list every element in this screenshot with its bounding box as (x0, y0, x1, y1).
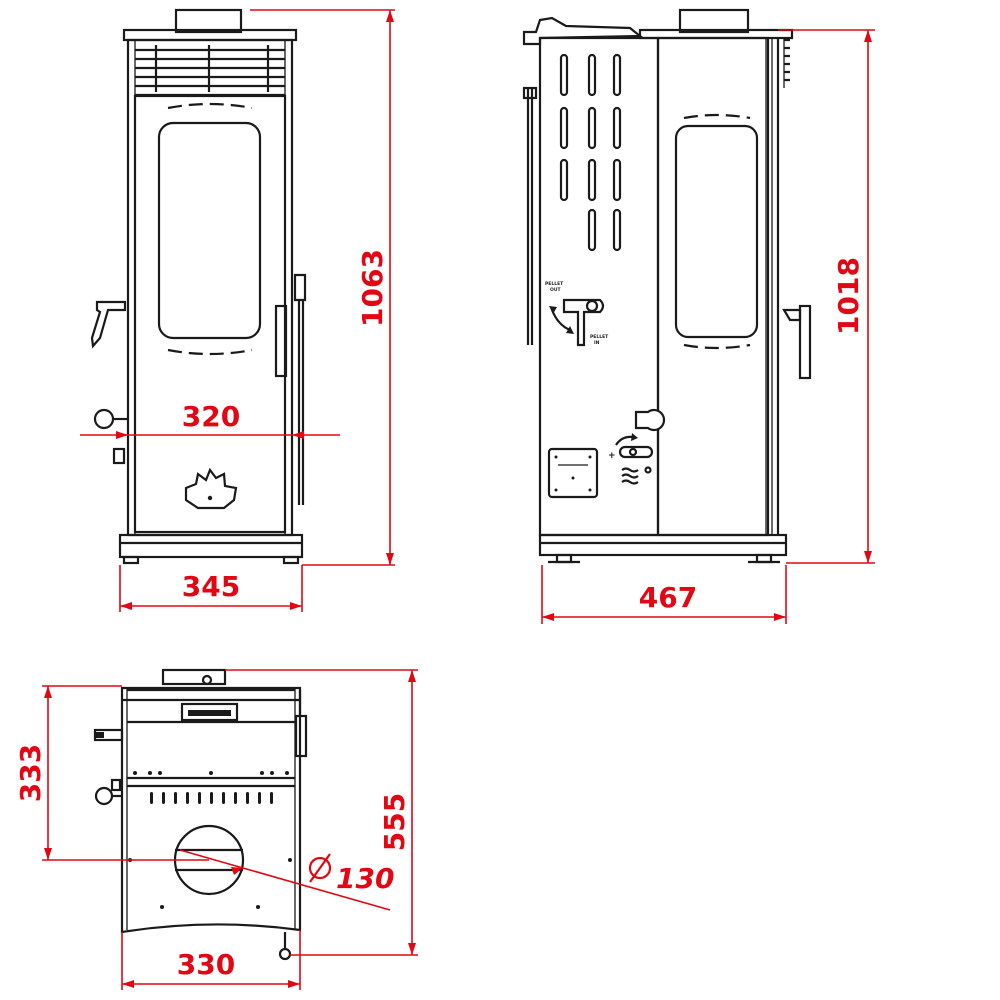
side-pellet-lever: PELLET OUT PELLET IN (545, 281, 609, 347)
svg-text:IN: IN (594, 340, 600, 346)
side-vent-slots (559, 53, 622, 252)
front-base (118, 533, 304, 559)
front-top-grille (135, 45, 285, 97)
front-upper-arc (167, 102, 253, 110)
front-door (133, 94, 287, 534)
diameter-icon (308, 853, 332, 883)
front-inner-width-label: 320 (182, 400, 240, 433)
svg-text:PELLET: PELLET (545, 281, 564, 287)
side-view: PELLET OUT PELLET IN + (522, 8, 875, 624)
top-left-knob (94, 786, 114, 806)
front-foot-left (122, 555, 140, 565)
top-flue-diameter-label: 130 (336, 862, 394, 895)
side-base (538, 533, 788, 557)
front-glass-window (157, 121, 262, 340)
side-top-grille (784, 38, 790, 82)
top-flue-outlet (161, 668, 227, 686)
side-depth-label: 467 (639, 581, 697, 614)
svg-text:+: + (608, 451, 616, 461)
side-height-label: 1018 (832, 257, 865, 335)
svg-text:OUT: OUT (550, 287, 561, 293)
top-width-label: 330 (177, 948, 235, 981)
front-foot-right (282, 555, 300, 565)
top-hopper-handle (180, 702, 239, 722)
side-glass-window (674, 124, 759, 339)
front-base-width-label: 345 (182, 570, 240, 603)
side-control-plate (547, 447, 599, 499)
side-door-handle (798, 304, 812, 380)
side-hopper-lid (522, 16, 644, 46)
side-front-door (656, 36, 770, 537)
front-left-knob (93, 408, 115, 430)
top-left-lever (93, 728, 124, 742)
top-bottom-knob (278, 947, 292, 961)
top-body-outline (120, 686, 302, 934)
top-vent-slots (150, 792, 273, 804)
side-knob (634, 408, 666, 432)
front-body (126, 38, 294, 537)
front-height-label: 1063 (356, 249, 389, 327)
top-flue-diameter-leader (179, 849, 391, 911)
side-air-control: + (608, 433, 654, 485)
svg-text:PELLET: PELLET (590, 334, 609, 340)
flame-icon (184, 467, 238, 510)
front-flue-outlet (174, 8, 243, 34)
top-view: 555 333 130 330 (14, 668, 418, 990)
front-left-lever (90, 300, 127, 349)
front-door-handle (274, 304, 288, 378)
front-lower-arc (167, 348, 253, 356)
front-view: 1063 320 345 (80, 8, 395, 612)
side-flue-outlet (678, 8, 750, 34)
top-total-depth-label: 555 (378, 793, 411, 851)
top-depth-to-flue-label: 333 (14, 744, 47, 802)
